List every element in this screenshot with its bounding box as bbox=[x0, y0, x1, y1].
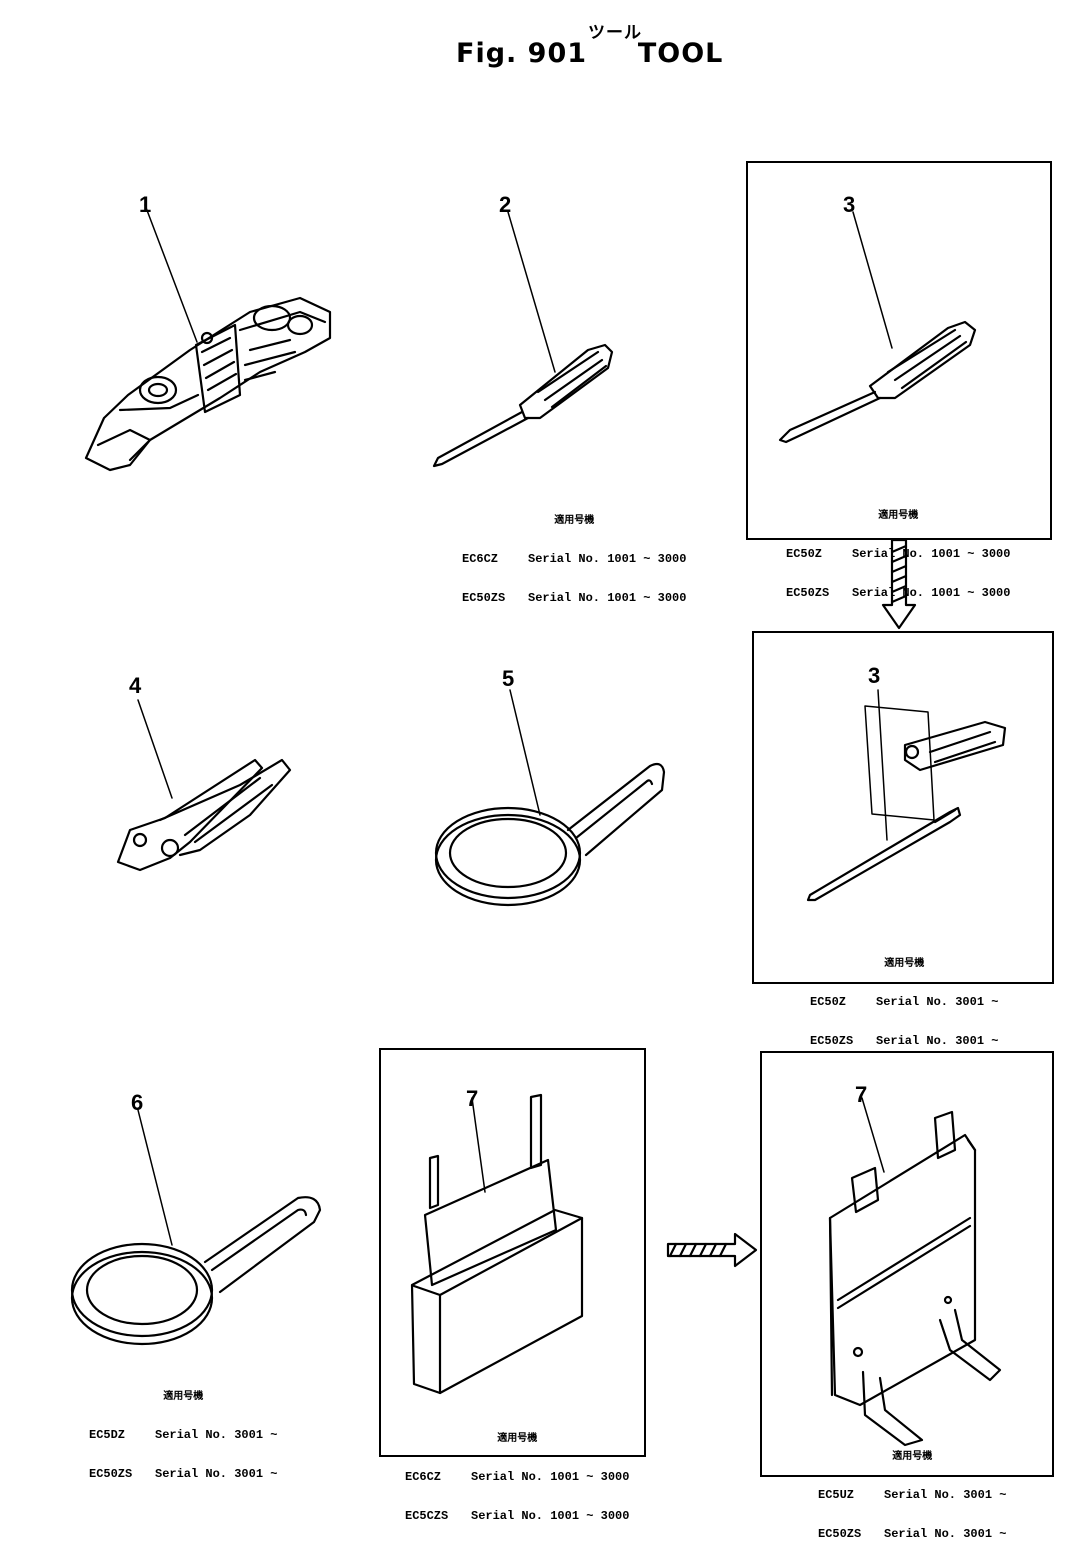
note-model: EC50ZS bbox=[810, 1034, 854, 1048]
note-model: EC50ZS bbox=[462, 591, 506, 605]
note-model: EC50ZS bbox=[818, 1527, 862, 1541]
figure-title: ツール Fig. 901 TOOL bbox=[0, 18, 1090, 78]
title-main: Fig. 901 TOOL bbox=[456, 38, 723, 69]
item-number-2: 2 bbox=[499, 192, 512, 217]
note-model: EC5DZ bbox=[89, 1428, 126, 1442]
variant-frame-item3-late bbox=[752, 631, 1054, 984]
item-number-6: 6 bbox=[131, 1090, 144, 1115]
item-number-3-late: 3 bbox=[868, 663, 881, 688]
note-serial: Serial No. 3001 ~ bbox=[876, 995, 999, 1009]
note-header: 適用号機 bbox=[497, 1433, 538, 1444]
note-header: 適用号機 bbox=[878, 510, 919, 521]
note-serial: Serial No. 3001 ~ bbox=[884, 1527, 1007, 1541]
note-serial: Serial No. 3001 ~ bbox=[155, 1428, 278, 1442]
down-arrow-icon bbox=[881, 538, 917, 630]
serial-note-item3-early: 適用号機 EC50Z Serial No. 1001 ~ 3000 EC50ZS S… bbox=[786, 483, 1010, 613]
filter-wrench-icon bbox=[434, 689, 666, 907]
serial-note-item3-late: 適用号機 EC50Z Serial No. 3001 ~ EC50ZS Serial… bbox=[810, 931, 998, 1061]
note-serial: Serial No. 1001 ~ 3000 bbox=[528, 552, 687, 566]
figure-label: Fig. 901 bbox=[456, 38, 588, 69]
note-header: 適用号機 bbox=[892, 1451, 933, 1462]
variant-frame-item7-late bbox=[760, 1051, 1054, 1477]
tool-bag-icon bbox=[410, 1093, 584, 1395]
title-japanese: ツール bbox=[588, 23, 642, 43]
parts-drawing bbox=[70, 204, 1007, 1447]
variant-frame-item3-early bbox=[746, 161, 1052, 540]
serial-note-item7-late: 適用号機 EC5UZ Serial No. 3001 ~ EC50ZS Serial… bbox=[818, 1424, 1006, 1554]
note-model: EC5UZ bbox=[818, 1488, 855, 1502]
reversible-screwdriver-icon bbox=[806, 689, 1007, 902]
screwdriver-icon bbox=[432, 211, 614, 468]
pliers-icon bbox=[116, 699, 292, 872]
note-model: EC50ZS bbox=[786, 586, 830, 600]
item-number-7-early: 7 bbox=[466, 1086, 479, 1111]
item-number-1: 1 bbox=[139, 192, 152, 217]
note-serial: Serial No. 3001 ~ bbox=[884, 1488, 1007, 1502]
note-model: EC50ZS bbox=[89, 1467, 133, 1481]
serial-note-item6: 適用号機 EC5DZ Serial No. 3001 ~ EC50ZS Serial… bbox=[89, 1364, 277, 1494]
wrench-set-icon bbox=[84, 204, 332, 472]
right-arrow-icon bbox=[666, 1232, 758, 1268]
note-serial: Serial No. 1001 ~ 3000 bbox=[852, 586, 1011, 600]
tool-bag-icon-late bbox=[828, 1097, 1002, 1447]
note-serial: Serial No. 1001 ~ 3000 bbox=[528, 591, 687, 605]
note-serial: Serial No. 1001 ~ 3000 bbox=[471, 1509, 630, 1523]
note-serial: Serial No. 3001 ~ bbox=[155, 1467, 278, 1481]
item-number-5: 5 bbox=[502, 666, 515, 691]
note-serial: Serial No. 1001 ~ 3000 bbox=[471, 1470, 630, 1484]
note-serial: Serial No. 1001 ~ 3000 bbox=[852, 547, 1011, 561]
note-model: EC50Z bbox=[810, 995, 847, 1009]
note-header: 適用号機 bbox=[163, 1391, 204, 1402]
item-number-3-early: 3 bbox=[843, 192, 856, 217]
note-header: 適用号機 bbox=[554, 515, 595, 526]
serial-note-item2: 適用号機 EC6CZ Serial No. 1001 ~ 3000 EC50ZS S… bbox=[462, 488, 686, 618]
item-number-7-late: 7 bbox=[855, 1082, 868, 1107]
note-model: EC6CZ bbox=[405, 1470, 442, 1484]
figure-name: TOOL bbox=[637, 38, 724, 69]
note-model: EC6CZ bbox=[462, 552, 499, 566]
note-serial: Serial No. 3001 ~ bbox=[876, 1034, 999, 1048]
serial-note-item7-early: 適用号機 EC6CZ Serial No. 1001 ~ 3000 EC5CZS S… bbox=[405, 1406, 629, 1536]
filter-wrench-icon-6 bbox=[70, 1109, 322, 1346]
note-header: 適用号機 bbox=[884, 958, 925, 969]
note-model: EC5CZS bbox=[405, 1509, 449, 1523]
item-number-4: 4 bbox=[129, 673, 142, 698]
screwdriver-icon-framed bbox=[778, 211, 977, 444]
note-model: EC50Z bbox=[786, 547, 823, 561]
variant-frame-item7-early bbox=[379, 1048, 646, 1457]
